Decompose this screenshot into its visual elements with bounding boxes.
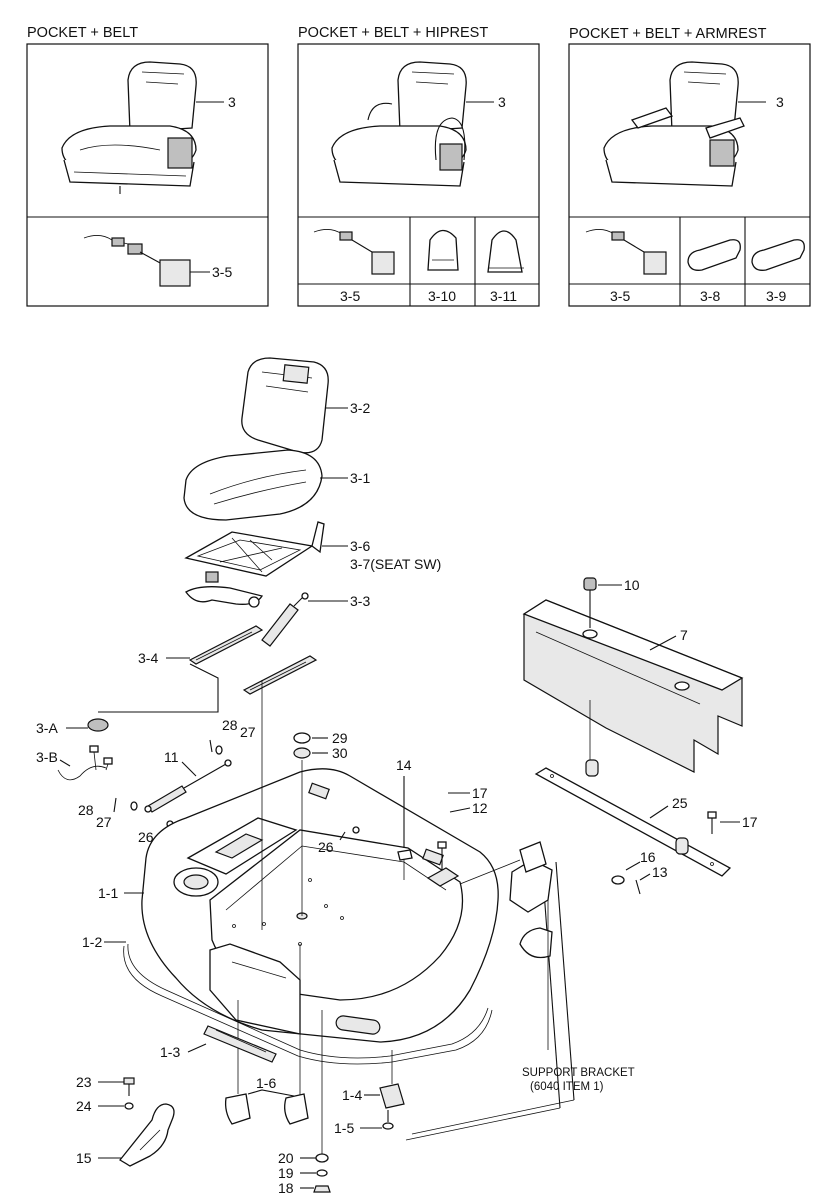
panel-frame [26,43,269,307]
callout-18: 18 [278,1180,294,1196]
cell-label: 3-8 [700,288,720,304]
callout-29: 29 [332,730,348,746]
callout-17: 17 [742,814,758,830]
callout-27: 27 [96,814,112,830]
callout-7: 7 [680,627,688,643]
panel-title: POCKET + BELT + HIPREST [298,25,488,41]
callout-28: 28 [222,717,238,733]
callout-12: 12 [472,800,488,816]
seat-assembly-illustration [603,61,745,187]
callout-16: 16 [640,849,656,865]
seat-cushion [183,449,323,521]
callout-28: 28 [78,802,94,818]
armrest-left-illustration [751,239,805,271]
callout-1-3: 1-3 [160,1044,180,1060]
callout-25: 25 [672,795,688,811]
callout-20: 20 [278,1150,294,1166]
callout-3-5: 3-5 [212,264,232,280]
variant-panel-pocket-belt: POCKET + BELT 3 3-5 [26,25,269,307]
cell-label: 3-5 [610,288,630,304]
seat-switch-harness [57,745,113,781]
callout-24: 24 [76,1098,92,1114]
callout-14: 14 [396,757,412,773]
armrest-right-illustration [687,239,741,271]
callout-3-6: 3-6 [350,538,370,554]
hood-latch [119,1077,175,1167]
callout-3: 3 [228,94,236,110]
callout-26: 26 [318,839,334,855]
callout-3: 3 [776,94,784,110]
seat-backrest [241,357,329,454]
hood-seal [123,943,493,1065]
callout-27: 27 [240,724,256,740]
variant-panel-pocket-belt-hiprest: POCKET + BELT + HIPREST 3 [297,25,540,307]
callout-1-2: 1-2 [82,934,102,950]
rubber-bumpers [224,1093,309,1125]
cell-label: 3-11 [490,288,517,304]
callout-30: 30 [332,745,348,761]
panel-frame [568,43,811,307]
callout-3-7: 3-7(SEAT SW) [350,556,441,572]
callout-3-A: 3-A [36,720,58,736]
gas-spring [261,592,309,647]
callout-10: 10 [624,577,640,593]
callout-1-6: 1-6 [256,1075,276,1091]
support-bracket-note-ref: (6040 ITEM 1) [530,1081,604,1093]
rear-cover [522,577,744,773]
callout-3-4: 3-4 [138,650,158,666]
cover-bracket [534,759,732,877]
callout-3-1: 3-1 [350,470,370,486]
hood-hinge-bracket [203,1025,277,1063]
callout-3: 3 [498,94,506,110]
callout-23: 23 [76,1074,92,1090]
engine-hood [141,768,499,1043]
seat-assembly-illustration [331,61,467,187]
callout-26: 26 [138,829,154,845]
support-bracket-frame [405,841,575,1141]
support-bracket-note: SUPPORT BRACKET [522,1067,635,1079]
callout-1-1: 1-1 [98,885,118,901]
callout-3-B: 3-B [36,749,58,765]
variant-panel-pocket-belt-armrest: POCKET + BELT + ARMREST 3 3-5 [568,26,811,307]
callout-3-3: 3-3 [350,593,370,609]
hood-gas-spring [144,759,232,813]
callout-1-4: 1-4 [342,1087,362,1103]
cell-label: 3-5 [340,288,360,304]
cell-label: 3-9 [766,288,786,304]
callout-1-5: 1-5 [334,1120,354,1136]
panel-title: POCKET + BELT [27,25,138,41]
callout-15: 15 [76,1150,92,1166]
seat-belt-illustration [585,229,667,275]
callout-13: 13 [652,864,668,880]
hiprest-left-illustration [487,230,524,273]
seat-assembly-illustration [61,61,197,194]
hiprest-right-illustration [427,229,459,271]
seat-belt-illustration [313,229,395,275]
callout-19: 19 [278,1165,294,1181]
callout-3-2: 3-2 [350,400,370,416]
exploded-view: 3-2 3-1 3-6 3-7(SEAT SW) 3-3 [36,357,758,1196]
panel-frame [297,43,540,307]
latch-striker [379,1083,405,1130]
seat-frame [184,521,325,608]
panel-title: POCKET + BELT + ARMREST [569,26,767,42]
seat-belt-pocket-illustration [83,235,191,287]
slide-rails [188,625,318,695]
hinge-pin-assembly [397,841,460,887]
cell-label: 3-10 [428,288,456,304]
callout-17: 17 [472,785,488,801]
callout-11: 11 [164,749,179,765]
